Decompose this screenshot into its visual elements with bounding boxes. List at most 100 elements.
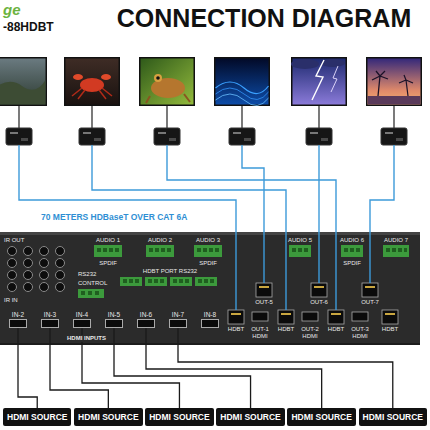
terminal-block [170,277,192,286]
hdbt-port-contacts [385,313,395,315]
hdbt-receiver [158,132,166,134]
terminal-block [210,279,214,283]
hdbt-port-contacts [331,313,341,315]
terminal-block [78,289,104,298]
port-label: IN-4 [70,311,94,318]
port-label: OUT-6 [310,299,328,306]
hdmi-cable [18,328,37,408]
cat6a-cable [318,145,319,283]
hdmi-source-box: HDMI SOURCE [145,408,213,426]
port-label: SPDIF [99,260,117,267]
hdbt-port-contacts [365,286,375,288]
hdmi-input-port: IN-3 [38,311,62,328]
source-label: HDMI SOURCE [363,412,423,422]
source-label: HDMI SOURCE [291,412,351,422]
terminal-block [356,248,360,252]
hdmi-output-port [252,312,268,321]
port-label: IN-8 [198,311,222,318]
terminal-block [203,248,207,252]
terminal-block [154,279,158,283]
terminal-block [304,248,308,252]
hdmi-port-shape [9,319,27,328]
terminal-block [97,248,101,252]
port-label: OUT-5 [255,299,273,306]
terminal-block [404,248,407,252]
hdmi-input-port: IN-2 [6,311,30,328]
hdmi-port-shape [73,319,91,328]
hdbt-receiver [396,138,403,141]
hdbt-receiver [10,132,393,134]
terminal-block [103,248,107,252]
terminal-block [292,248,296,252]
ir-jack [40,259,49,268]
hdbt-receiver [10,132,18,134]
hdmi-cable [393,106,394,128]
cable-note: 70 METERS HDBaseT OVER CAT 6A [40,213,188,222]
hdbt-receiver [169,138,176,141]
tv-screen [214,57,270,106]
terminal-block [94,245,122,257]
ir-jack [8,283,17,292]
terminal-block [289,245,311,257]
cat6a-cable [242,145,264,283]
tv-screen [216,94,269,106]
cat6a-cable [19,145,394,310]
tv-screen [156,76,160,80]
tv-screen [101,74,111,80]
ir-jack [8,247,17,256]
tv-screen [80,78,104,92]
port-label: AUDIO 2 [148,237,172,244]
port-label: HDBT [278,326,294,333]
tv-screen [0,80,46,105]
hdbt-port [382,310,398,324]
tv-screen [291,59,319,69]
hdbt-receiver [321,138,328,141]
port-label: HDMI [252,333,267,340]
terminal-block [386,248,390,252]
ir-jack [56,259,65,268]
port-label: IN-7 [166,311,190,318]
model-number: -88HDBT [3,21,54,34]
tv-screen [146,94,190,103]
terminal-block [198,279,202,283]
port-label: OUT-1 [251,326,269,333]
brand-logo: ge [3,2,21,19]
hdbt-port-contacts [281,313,291,315]
terminal-block [146,245,174,257]
tv-screen [368,59,421,105]
terminal-block [167,248,171,252]
hdbt-receiver [6,128,32,145]
ir-jack [8,247,65,292]
tv-screen [66,59,119,105]
port-label: HDBT PORT RS232 [143,268,197,275]
port-label: RS232 [78,271,96,278]
hdbt-receiver [79,128,105,145]
source-label: HDMI SOURCE [220,412,280,422]
terminal-block [155,248,159,252]
tv-screen [0,57,47,106]
hdmi-source-box: HDMI SOURCE [74,408,142,426]
hdbt-receiver [94,138,101,141]
tv-screen [139,57,195,106]
hdmi-input-port: IN-4 [70,311,94,328]
hdmi-cable [19,106,394,128]
terminal-block [298,248,302,252]
terminal-block [179,279,183,283]
matrix-back-panel [0,232,420,235]
terminal-block [149,248,153,252]
tv-screen [366,57,422,106]
hdmi-cable [114,328,251,408]
port-label: HDMI [302,333,317,340]
ir-jack [8,271,17,280]
hdbt-port-contacts [231,286,395,315]
hdbt-receiver [21,138,403,141]
tv-screen [312,60,324,100]
terminal-block [115,248,119,252]
hdmi-cable [318,106,319,128]
tv-screen [0,57,422,106]
hdbt-port [228,310,244,324]
port-label: IN-6 [134,311,158,318]
terminal-block [88,291,92,295]
port-label: IR OUT [4,237,24,244]
ir-jack [56,247,65,256]
